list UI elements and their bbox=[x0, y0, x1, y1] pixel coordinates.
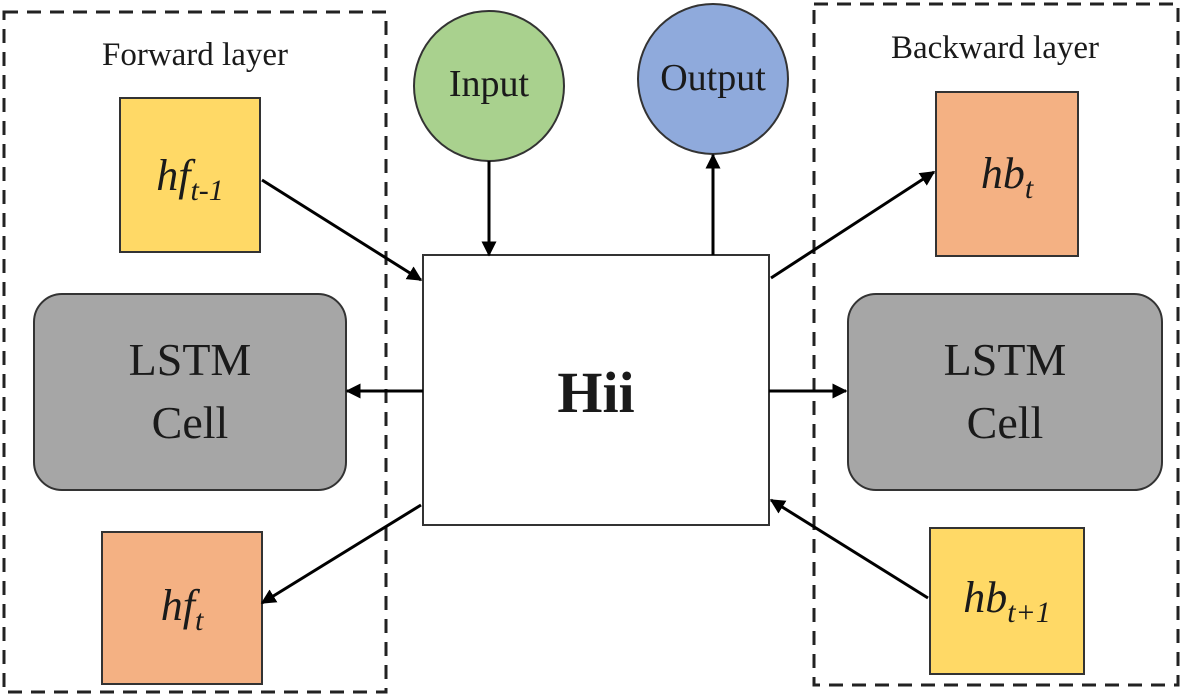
forward-lstm-line1: LSTM bbox=[129, 334, 252, 385]
center-node-label: Hii bbox=[557, 360, 634, 425]
arrow-center-to-forward-state bbox=[260, 503, 422, 605]
backward-next-state-sub: t+1 bbox=[1007, 596, 1051, 629]
backward-next-state-main: hb bbox=[963, 573, 1007, 622]
backward-curr-state-box bbox=[935, 91, 1079, 257]
forward-lstm-line2: Cell bbox=[152, 397, 229, 448]
arrow-prev-forward-to-center bbox=[261, 178, 423, 282]
input-node-label: Input bbox=[449, 63, 530, 105]
backward-curr-state-sub: t bbox=[1025, 172, 1034, 205]
backward-lstm-line2: Cell bbox=[967, 397, 1044, 448]
backward-layer-border bbox=[812, 2, 1180, 687]
center-node-box bbox=[422, 254, 770, 526]
backward-next-state-label: hbt+1 bbox=[963, 573, 1051, 629]
backward-layer-title: Backward layer bbox=[891, 30, 1099, 66]
backward-curr-state-main: hb bbox=[981, 149, 1025, 198]
backward-lstm-cell bbox=[847, 293, 1163, 491]
backward-layer-group: Backward layer hbt LSTM Cell hbt+1 bbox=[812, 2, 1180, 687]
arrow-next-backward-to-center bbox=[769, 498, 929, 600]
forward-prev-state-box bbox=[119, 97, 261, 253]
forward-curr-state-label: hft bbox=[161, 581, 204, 637]
forward-prev-state-label: hft-1 bbox=[156, 151, 224, 207]
forward-lstm-cell bbox=[33, 293, 347, 491]
forward-prev-state-sub: t-1 bbox=[190, 174, 223, 207]
forward-prev-state-main: hf bbox=[156, 151, 196, 200]
forward-layer-title: Forward layer bbox=[102, 37, 288, 73]
backward-lstm-line1: LSTM bbox=[944, 334, 1067, 385]
backward-next-state-box bbox=[929, 527, 1085, 675]
backward-curr-state-label: hbt bbox=[981, 149, 1034, 205]
output-node-label: Output bbox=[660, 57, 766, 99]
arrow-center-to-backward-state bbox=[770, 170, 936, 280]
forward-curr-state-sub: t bbox=[195, 604, 204, 637]
forward-curr-state-main: hf bbox=[161, 581, 201, 630]
forward-curr-state-box bbox=[101, 531, 263, 685]
forward-layer-group: Forward layer hft-1 LSTM Cell hft bbox=[2, 10, 388, 694]
forward-layer-border bbox=[2, 10, 388, 694]
connection-arrows bbox=[260, 153, 936, 605]
